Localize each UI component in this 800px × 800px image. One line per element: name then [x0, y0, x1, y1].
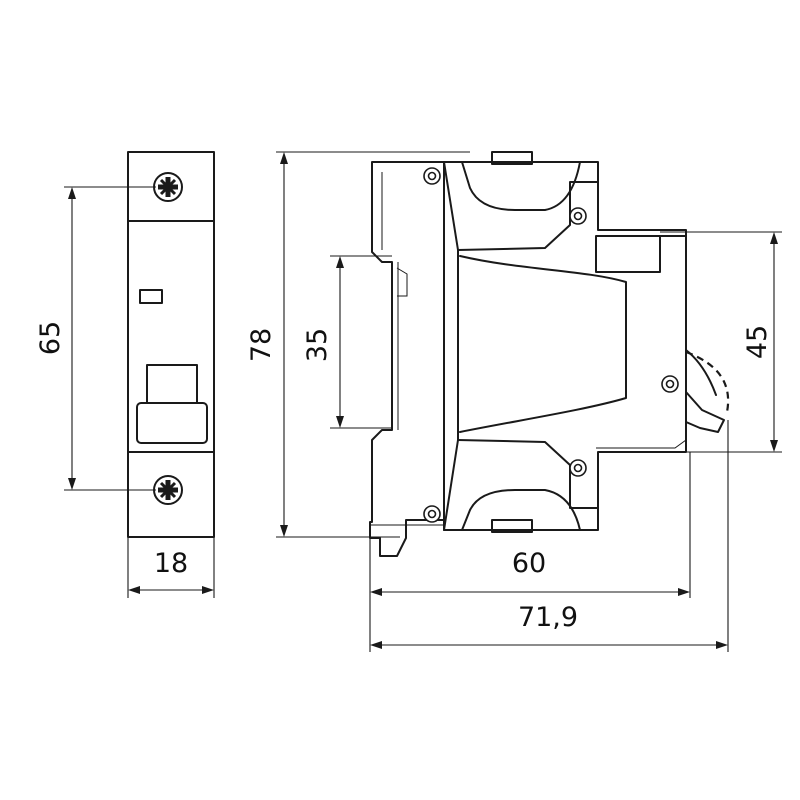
handle-pivot-rivet-icon: [661, 375, 679, 393]
dimension-front-height: 65: [35, 186, 156, 491]
side-body-inner-panel: [443, 161, 459, 531]
dim-label-handle-height: 45: [742, 325, 773, 359]
handle-housing: [595, 235, 661, 273]
top-terminal-cap: [491, 151, 533, 165]
dimension-side-height: 78: [246, 151, 470, 538]
side-body-outline: [443, 161, 687, 531]
bottom-terminal-cap: [491, 519, 533, 533]
side-view: [369, 151, 730, 557]
dimension-din-rail: 35: [302, 255, 392, 429]
dim-label-front-width: 18: [154, 548, 188, 579]
dim-label-depth-body: 60: [512, 548, 546, 579]
din-clip-outline: [369, 161, 445, 557]
status-indicator-window: [139, 289, 163, 304]
bottom-terminal-screw-icon: [154, 476, 182, 504]
front-body-outline: [127, 151, 215, 538]
handle-lever: [685, 391, 725, 433]
handle-swing-arc: [685, 350, 730, 413]
rivet-bottom-left-icon: [423, 505, 441, 523]
rivet-top-left-icon: [423, 167, 441, 185]
dimension-handle-height: 45: [660, 231, 782, 453]
dimension-front-width: 18: [127, 537, 215, 598]
side-body-inner-contour: [457, 181, 599, 251]
din-clip-inner: [381, 172, 408, 430]
rivet-top-right-icon: [569, 207, 587, 225]
side-inner-cavity: [459, 255, 627, 433]
top-terminal-screw-icon: [154, 173, 182, 201]
front-view: [127, 151, 215, 538]
bottom-terminal-outline: [461, 489, 581, 531]
toggle-handle-lower: [136, 402, 208, 444]
dim-label-side-height: 78: [246, 328, 277, 362]
dim-label-din-rail: 35: [302, 328, 333, 362]
dim-label-front-height: 65: [35, 321, 66, 355]
dimension-depth-body: 60: [369, 452, 691, 652]
toggle-handle-upper: [146, 364, 198, 404]
rivet-bottom-right-icon: [569, 459, 587, 477]
top-terminal-outline: [461, 161, 581, 211]
dimension-depth-total: 71,9: [370, 420, 729, 652]
dim-label-depth-total: 71,9: [518, 602, 578, 633]
